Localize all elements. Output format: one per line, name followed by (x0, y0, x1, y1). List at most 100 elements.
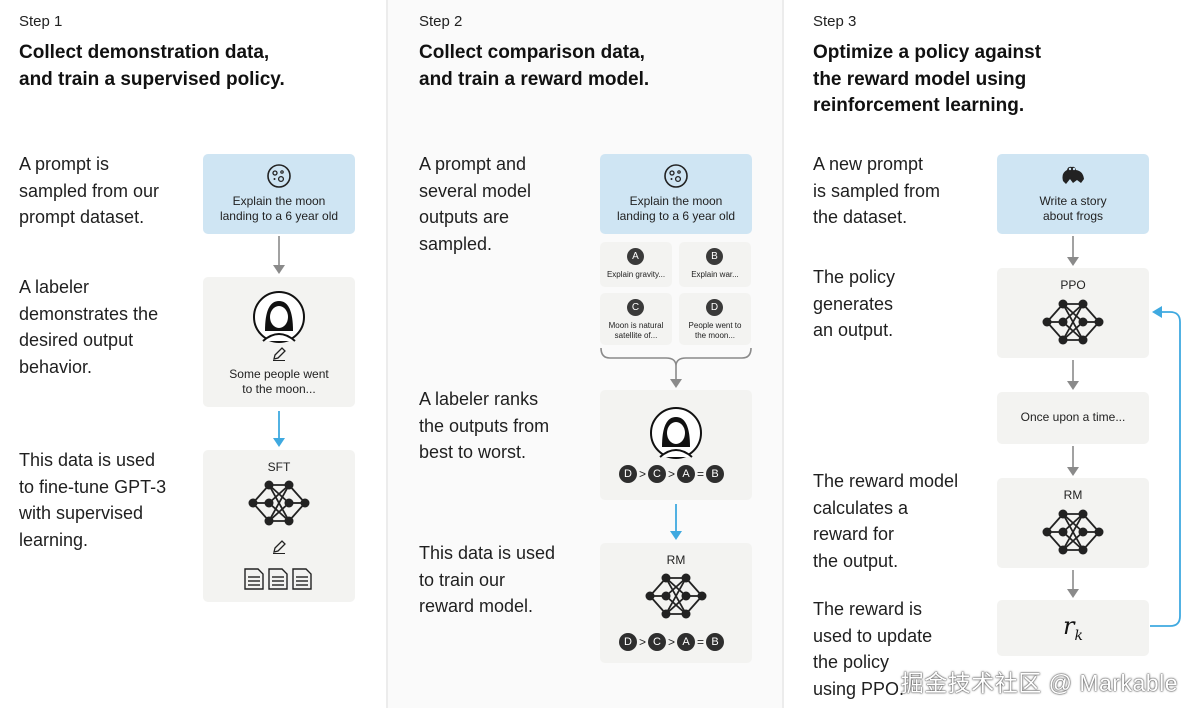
reward-k: k (1074, 627, 1083, 644)
prompt-line: landing to a 6 year old (616, 209, 736, 223)
output-line: Explain war... (691, 270, 739, 279)
moon-icon (664, 164, 688, 188)
desc-line: The reward model (813, 471, 959, 491)
labeler-avatar-icon (253, 291, 305, 343)
desc-line: the output. (813, 550, 899, 571)
desc-line: sampled. (419, 233, 493, 254)
neural-network-icon (645, 573, 707, 619)
step1-title: Collect demonstration data, and train a … (19, 40, 285, 93)
output-line: the moon... (694, 331, 736, 340)
desc-line: using PPO. (813, 678, 905, 699)
output-card-d: D People went to the moon... (679, 293, 751, 345)
watermark: 掘金技术社区 @ Markable (900, 670, 1178, 696)
rank-letter: B (706, 465, 725, 483)
column-divider-2 (782, 0, 784, 708)
output-text: Moon is natural satellite of... (600, 321, 672, 341)
step1-label: Step 1 (19, 13, 63, 30)
rank-letter: D (619, 465, 637, 483)
desc-line: A prompt and (419, 154, 527, 174)
step2-desc-2: A labeler ranks the outputs from best to… (419, 386, 549, 466)
desc-line: outputs are (419, 207, 510, 227)
rank-letter: A (677, 465, 696, 483)
step2-arrow-blue (670, 504, 682, 540)
step3-reward-box: rk (997, 600, 1149, 656)
step3-prompt-text: Write a story about frogs (997, 194, 1149, 224)
ppo-label: PPO (1060, 278, 1086, 292)
step3-prompt-box: Write a story about frogs (997, 154, 1149, 234)
desc-line: This data is used (19, 450, 156, 470)
neural-network-icon (1042, 509, 1104, 555)
prompt-line: Explain the moon (629, 194, 723, 208)
output-letter: D (706, 299, 723, 316)
output-letter: C (627, 299, 644, 316)
rm-label: RM (666, 553, 686, 567)
step1-sft-box: SFT (203, 450, 355, 602)
labeler-avatar-icon (650, 407, 702, 459)
desc-line: used to update (813, 625, 933, 646)
ranking-row: D > C > A = B (619, 633, 725, 651)
desc-line: The policy (813, 267, 896, 287)
desc-line: generates (813, 293, 894, 314)
step3-arrow-2 (1067, 360, 1079, 390)
desc-line: behavior. (19, 356, 93, 377)
output-letter: A (627, 248, 644, 265)
rank-operator: = (697, 467, 705, 481)
step2-title-line: and train a reward model. (419, 68, 650, 90)
column-divider-1 (386, 0, 388, 708)
frog-icon (1062, 166, 1084, 184)
step1-desc-1: A prompt is sampled from our prompt data… (19, 151, 159, 231)
reward-r: r (1063, 612, 1075, 640)
step2-ranking-box: D > C > A = B (600, 390, 752, 500)
rank-operator: > (639, 467, 647, 481)
rank-letter: B (706, 633, 725, 651)
desc-line: to train our (419, 569, 506, 590)
output-text: Explain war... (679, 270, 751, 280)
rank-operator: > (668, 635, 676, 649)
step1-labeler-box: Some people went to the moon... (203, 277, 355, 407)
rank-letter: A (677, 633, 696, 651)
step3-arrow-3 (1067, 446, 1079, 476)
prompt-line: about frogs (1042, 209, 1104, 223)
step2-prompt-box: Explain the moon landing to a 6 year old (600, 154, 752, 234)
step3-output-box: Once upon a time... (997, 392, 1149, 444)
desc-line: A labeler (19, 277, 90, 297)
step3-desc-4: The reward is used to update the policy … (813, 596, 932, 702)
step1-desc-3: This data is used to fine-tune GPT-3 wit… (19, 447, 166, 553)
step2-prompt-text: Explain the moon landing to a 6 year old (600, 194, 752, 224)
desc-line: an output. (813, 320, 894, 340)
demo-line: Some people went (229, 367, 329, 381)
desc-line: best to worst. (419, 442, 527, 462)
reward-symbol: rk (997, 612, 1149, 644)
output-text: Explain gravity... (600, 270, 672, 280)
step1-arrow-2 (273, 411, 285, 447)
rank-letter: C (648, 465, 667, 483)
desc-line: several model (419, 180, 532, 201)
step2-label: Step 2 (419, 13, 463, 30)
neural-network-icon (248, 480, 310, 526)
step3-desc-3: The reward model calculates a reward for… (813, 468, 958, 574)
step3-arrow-4 (1067, 570, 1079, 598)
output-card-b: B Explain war... (679, 242, 751, 287)
output-line: satellite of... (614, 331, 658, 340)
desc-line: A labeler ranks (419, 389, 539, 409)
step2-desc-1: A prompt and several model outputs are s… (419, 151, 531, 257)
neural-network-icon (1042, 299, 1104, 345)
output-line: People went to (688, 321, 742, 330)
rank-letter: D (619, 633, 637, 651)
desc-line: the dataset. (813, 207, 908, 227)
step2-title: Collect comparison data, and train a rew… (419, 40, 649, 93)
generated-output-text: Once upon a time... (1020, 410, 1126, 424)
step3-title-line: Optimize a policy against (813, 42, 1042, 63)
step2-desc-3: This data is used to train our reward mo… (419, 540, 555, 620)
output-text: People went to the moon... (679, 321, 751, 341)
step1-title-line: Collect demonstration data, (19, 42, 270, 63)
moon-icon (267, 164, 291, 188)
desc-line: the policy (813, 652, 890, 672)
desc-line: reward for (813, 524, 895, 544)
step3-arrow-1 (1067, 236, 1079, 266)
desc-line: learning. (19, 529, 89, 550)
output-line: Moon is natural (608, 321, 664, 330)
output-line: Explain gravity... (606, 270, 666, 279)
desc-line: to fine-tune GPT-3 (19, 476, 167, 497)
rm-label: RM (1063, 488, 1083, 502)
